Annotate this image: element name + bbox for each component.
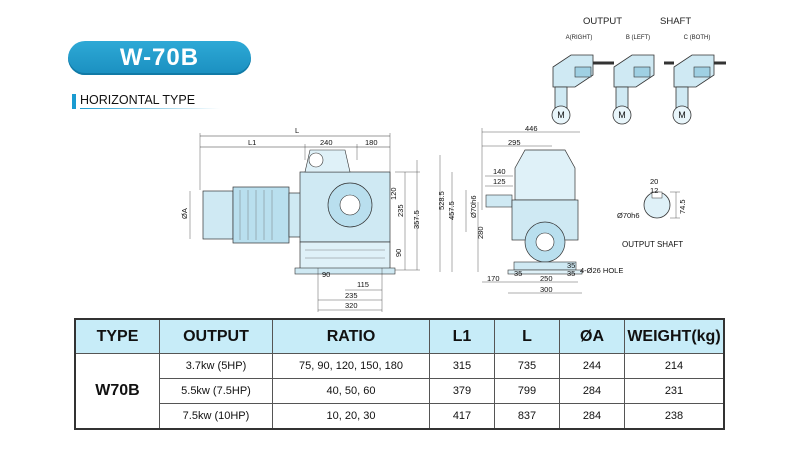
ratio-cell: 75, 90, 120, 150, 180 (272, 353, 430, 379)
type-cell: W70B (74, 353, 160, 430)
dim-90-bottom: 90 (322, 270, 330, 279)
dim-357: 357.5 (412, 210, 421, 229)
weight-cell: 238 (624, 403, 725, 430)
output-cell: 3.7kw (5HP) (159, 353, 273, 379)
subtitle-accent-bar (72, 94, 76, 109)
l1-cell: 379 (429, 378, 495, 404)
shaft-dim-phi70: Ø70h6 (617, 211, 640, 220)
col-header-phia: ØA (559, 318, 625, 354)
spec-table: TYPE OUTPUT RATIO L1 L ØA WEIGHT(kg) W70… (74, 318, 725, 430)
dim-235-side: 235 (396, 204, 405, 217)
dim-125: 125 (493, 177, 506, 186)
table-header-row: TYPE OUTPUT RATIO L1 L ØA WEIGHT(kg) (74, 318, 725, 354)
dim-457: 457.5 (447, 201, 456, 220)
dim-L1: L1 (248, 138, 256, 147)
option-b-motor-label: M (618, 110, 626, 120)
dim-phi70-side: Ø70h6 (469, 195, 478, 218)
col-header-output: OUTPUT (159, 318, 273, 354)
dim-35-top: 35 (567, 261, 575, 270)
col-header-type: TYPE (74, 318, 160, 354)
option-b-label: B (LEFT) (625, 35, 651, 41)
l-cell: 735 (494, 353, 560, 379)
subtitle-underline (80, 108, 220, 109)
output-cell: 5.5kw (7.5HP) (159, 378, 273, 404)
dim-180: 180 (365, 138, 378, 147)
output-shaft-detail: 20 12 Ø70h6 74.5 OUTPUT SHAFT (617, 177, 687, 249)
table-row: W70B 3.7kw (5HP) 75, 90, 120, 150, 180 3… (74, 353, 725, 430)
dim-90-side: 90 (394, 249, 403, 257)
weight-cell: 231 (624, 378, 725, 404)
ratio-cell: 10, 20, 30 (272, 403, 430, 430)
phia-cell: 284 (559, 378, 625, 404)
model-title-badge: W-70B (68, 41, 251, 75)
dim-240: 240 (320, 138, 333, 147)
dim-115: 115 (357, 280, 369, 289)
table-row: 5.5kw (7.5HP) 40, 50, 60 379 799 284 231 (75, 378, 725, 404)
dim-250: 250 (540, 274, 553, 283)
subtitle: HORIZONTAL TYPE (80, 93, 196, 107)
output-label: OUTPUT (583, 16, 623, 27)
dim-140: 140 (493, 167, 506, 176)
phia-cell: 284 (559, 403, 625, 430)
col-header-l1: L1 (429, 318, 495, 354)
shaft-dim-12: 12 (650, 186, 658, 195)
l-cell: 837 (494, 403, 560, 430)
side-view-drawing: 446 295 140 125 Ø70h6 457.5 528.5 280 17… (437, 124, 623, 294)
dim-120: 120 (389, 187, 398, 200)
dim-35-right: 35 (567, 269, 575, 278)
output-cell: 7.5kw (10HP) (159, 403, 273, 430)
front-view-drawing: L L1 240 180 ØA 120 235 357.5 90 (180, 126, 421, 312)
model-title: W-70B (119, 44, 200, 71)
dim-hole: 4-Ø26 HOLE (580, 266, 623, 275)
phia-cell: 244 (559, 353, 625, 379)
option-b-icon: M (604, 54, 655, 125)
dim-320: 320 (345, 301, 358, 310)
dim-295: 295 (508, 138, 521, 147)
shaft-dim-74: 74.5 (678, 199, 687, 214)
shaft-dim-20: 20 (650, 177, 658, 186)
dim-170: 170 (487, 274, 500, 283)
option-a-label: A(RIGHT) (565, 35, 593, 41)
option-a-icon: M (551, 54, 605, 125)
dim-235-bottom: 235 (345, 291, 358, 300)
shaft-label: SHAFT (660, 16, 692, 27)
dim-446: 446 (525, 124, 538, 133)
ratio-cell: 40, 50, 60 (272, 378, 430, 404)
dim-phiA: ØA (180, 208, 189, 219)
col-header-l: L (494, 318, 560, 354)
option-c-icon: M (664, 54, 726, 125)
l1-cell: 315 (429, 353, 495, 379)
option-c-label: C (BOTH) (683, 35, 711, 41)
dim-280: 280 (476, 226, 485, 239)
col-header-ratio: RATIO (272, 318, 430, 354)
table-row: 7.5kw (10HP) 10, 20, 30 417 837 284 238 (75, 403, 725, 430)
option-a-motor-label: M (557, 110, 565, 120)
col-header-weight: WEIGHT(kg) (624, 318, 725, 354)
output-shaft-label: OUTPUT SHAFT (622, 240, 683, 249)
weight-cell: 214 (624, 353, 725, 379)
l-cell: 799 (494, 378, 560, 404)
option-c-motor-label: M (678, 110, 686, 120)
l1-cell: 417 (429, 403, 495, 430)
dim-528: 528.5 (437, 191, 446, 210)
dim-35-left: 35 (514, 269, 522, 278)
dim-300: 300 (540, 285, 553, 294)
dim-L: L (295, 126, 299, 135)
